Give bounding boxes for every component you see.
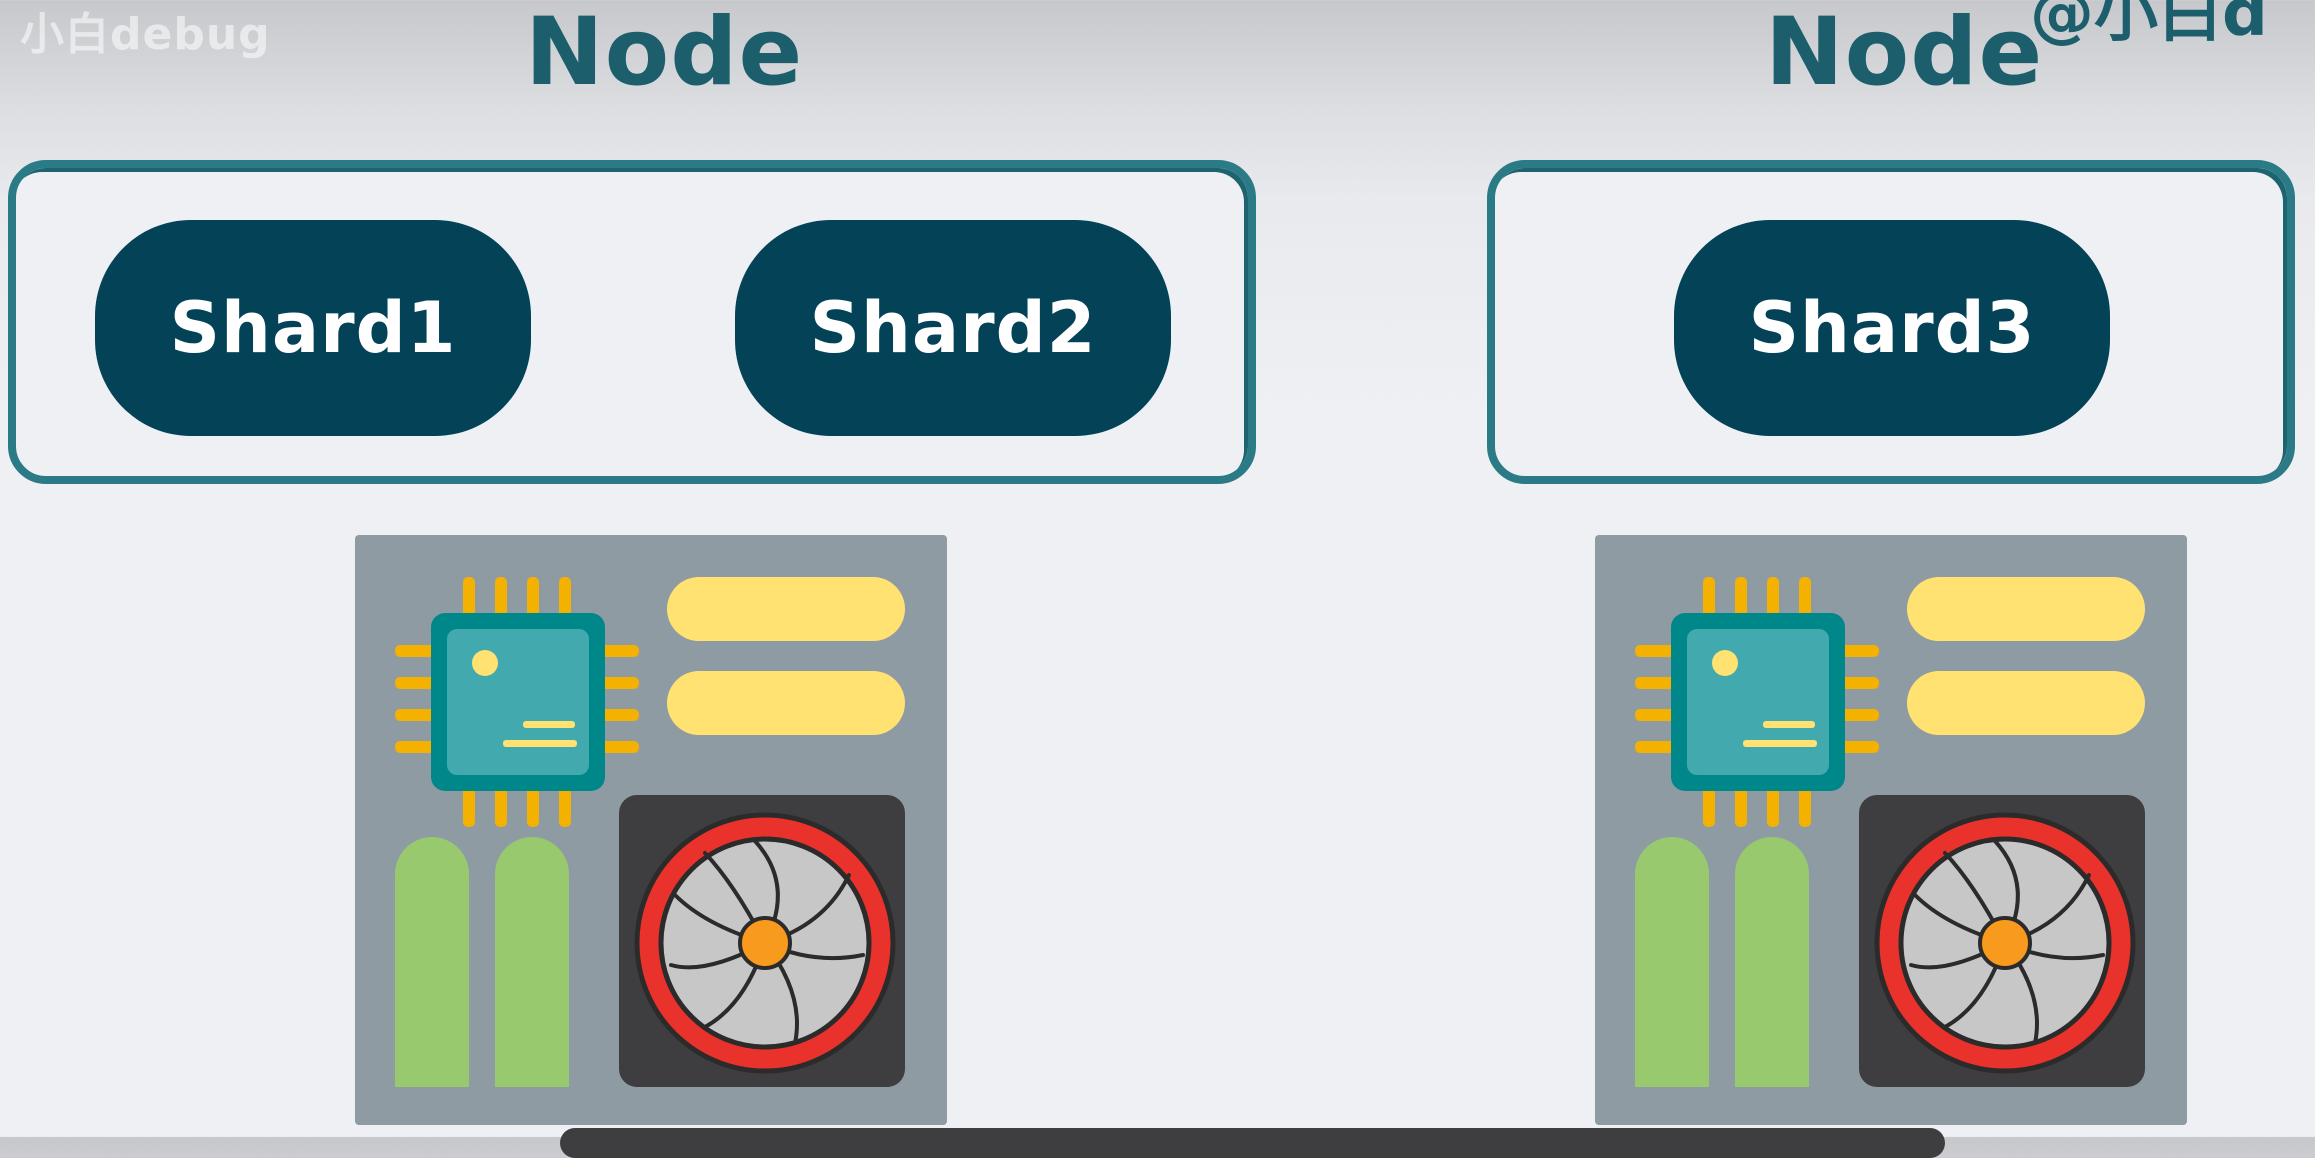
node-2-title: Node: [1765, 0, 2044, 107]
shard-2: Shard2: [735, 220, 1171, 436]
bottom-bar: [560, 1128, 1945, 1158]
server-1-icon: [355, 535, 947, 1125]
shard-1: Shard1: [95, 220, 531, 436]
watermark-left: 小白debug: [20, 0, 285, 62]
server-2-icon: [1595, 535, 2187, 1125]
shard-3: Shard3: [1674, 220, 2110, 436]
watermark-left-text: 小白debug: [20, 9, 271, 60]
node-1-title: Node: [525, 0, 804, 107]
watermark-right: @小白d: [2030, 0, 2268, 51]
